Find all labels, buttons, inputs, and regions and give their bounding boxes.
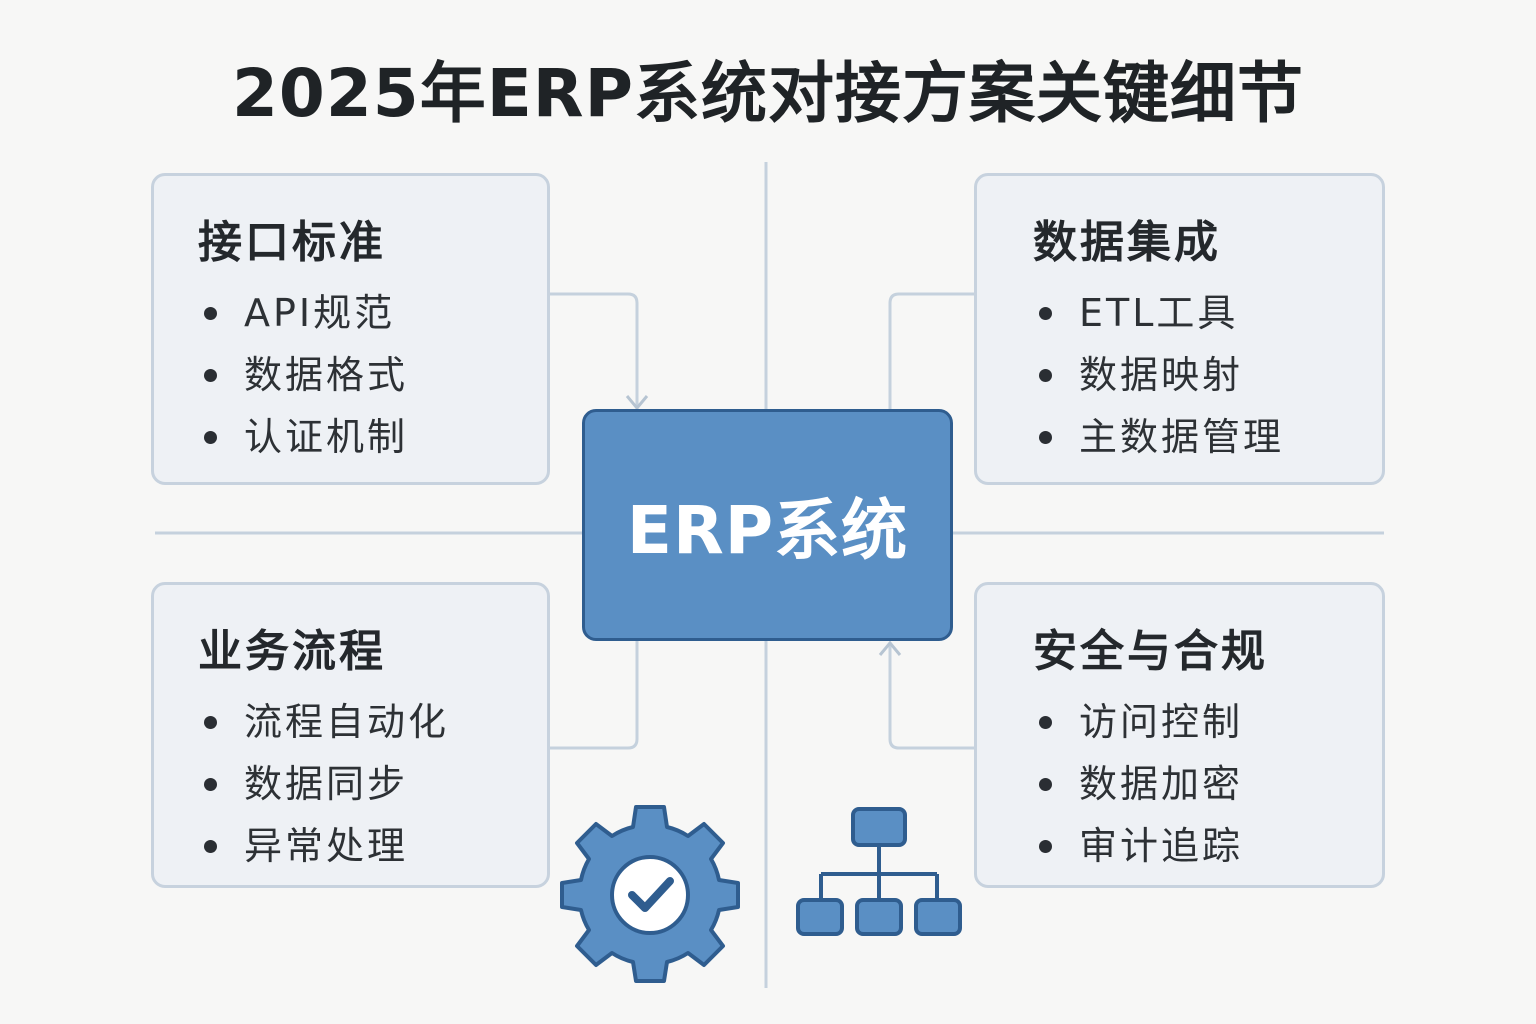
card-security-compliance: 安全与合规 访问控制 数据加密 审计追踪 <box>974 582 1385 888</box>
connector-process <box>550 641 639 750</box>
org-chart-icon <box>796 807 962 936</box>
list-item-text: 流程自动化 <box>244 700 450 744</box>
bullet-icon <box>1039 307 1052 320</box>
list-item-text: API规范 <box>244 291 396 335</box>
list-item-text: 数据映射 <box>1079 353 1244 397</box>
card-interface-standards: 接口标准 API规范 数据格式 认证机制 <box>151 173 550 485</box>
list-item-text: ETL工具 <box>1079 291 1239 335</box>
list-item: 数据加密 <box>1037 753 1243 815</box>
bullet-icon <box>1039 431 1052 444</box>
arrowhead-interface <box>625 395 649 411</box>
card-list: 访问控制 数据加密 审计追踪 <box>1037 691 1243 877</box>
card-list: ETL工具 数据映射 主数据管理 <box>1037 282 1284 468</box>
list-item: 主数据管理 <box>1037 406 1284 468</box>
card-data-integration: 数据集成 ETL工具 数据映射 主数据管理 <box>974 173 1385 485</box>
card-list: 流程自动化 数据同步 异常处理 <box>202 691 449 877</box>
bullet-icon <box>1039 369 1052 382</box>
arrowhead-security <box>878 640 902 656</box>
list-item-text: 主数据管理 <box>1079 415 1285 459</box>
connector-integration <box>888 292 975 409</box>
list-item-text: 认证机制 <box>244 415 409 459</box>
card-title: 业务流程 <box>198 626 386 677</box>
card-title: 接口标准 <box>198 217 386 268</box>
connector-security <box>888 645 975 750</box>
list-item: 认证机制 <box>202 406 408 468</box>
bullet-icon <box>204 778 217 791</box>
list-item: API规范 <box>202 282 408 344</box>
list-item: 数据映射 <box>1037 344 1284 406</box>
list-item-text: 数据加密 <box>1079 762 1244 806</box>
list-item-text: 数据同步 <box>244 762 409 806</box>
gear-check-icon <box>560 805 740 983</box>
bullet-icon <box>1039 716 1052 729</box>
list-item: 流程自动化 <box>202 691 449 753</box>
bullet-icon <box>204 840 217 853</box>
list-item-text: 异常处理 <box>244 824 409 868</box>
bullet-icon <box>204 431 217 444</box>
connector-interface <box>550 292 639 406</box>
bullet-icon <box>204 307 217 320</box>
bullet-icon <box>204 716 217 729</box>
list-item: 异常处理 <box>202 815 449 877</box>
list-item: 访问控制 <box>1037 691 1243 753</box>
bullet-icon <box>1039 778 1052 791</box>
card-title: 数据集成 <box>1033 217 1221 268</box>
erp-system-node: ERP系统 <box>582 409 953 641</box>
card-business-process: 业务流程 流程自动化 数据同步 异常处理 <box>151 582 550 888</box>
list-item: 数据格式 <box>202 344 408 406</box>
card-list: API规范 数据格式 认证机制 <box>202 282 408 468</box>
list-item: 审计追踪 <box>1037 815 1243 877</box>
page-title: 2025年ERP系统对接方案关键细节 <box>232 55 1304 132</box>
list-item: ETL工具 <box>1037 282 1284 344</box>
bullet-icon <box>1039 840 1052 853</box>
card-title: 安全与合规 <box>1033 626 1268 677</box>
list-item-text: 数据格式 <box>244 353 409 397</box>
erp-system-label: ERP系统 <box>626 492 909 569</box>
bullet-icon <box>204 369 217 382</box>
list-item: 数据同步 <box>202 753 449 815</box>
list-item-text: 访问控制 <box>1079 700 1244 744</box>
list-item-text: 审计追踪 <box>1079 824 1244 868</box>
